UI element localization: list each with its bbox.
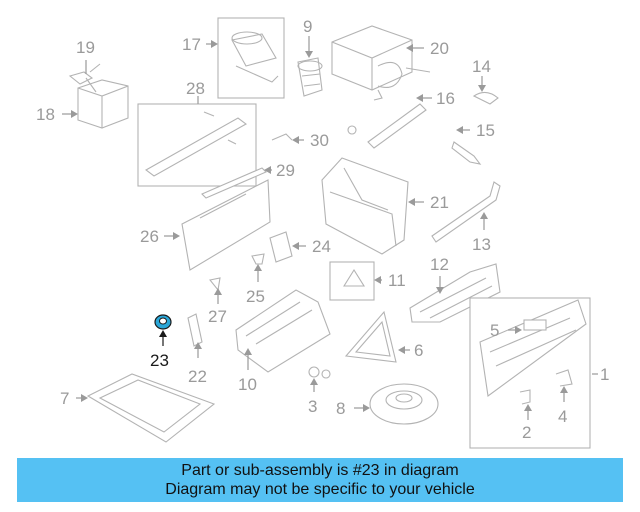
part-30-clip	[271, 133, 293, 141]
part-6-warning-triangle	[344, 310, 397, 363]
callout-25: 25	[246, 287, 265, 306]
callout-9: 9	[303, 17, 312, 36]
callout-13: 13	[472, 235, 491, 254]
callout-29: 29	[276, 161, 295, 180]
callout-15: 15	[476, 121, 495, 140]
callout-30: 30	[310, 131, 329, 150]
part-13-rod	[431, 181, 501, 243]
part-27-clip	[209, 277, 221, 292]
callout-19: 19	[76, 38, 95, 57]
part-22-bracket	[187, 313, 203, 347]
part-1-trim-assembly	[469, 297, 591, 449]
callout-5: 5	[490, 321, 499, 340]
callout-17: 17	[182, 35, 201, 54]
part-9-compressor	[297, 57, 323, 97]
part-10-cover	[235, 289, 331, 373]
callout-28: 28	[186, 79, 205, 98]
part-7-floor-mat	[86, 373, 216, 443]
banner-line-1: Part or sub-assembly is #23 in diagram	[181, 462, 459, 479]
part-25-pin	[251, 253, 265, 265]
callout-20: 20	[430, 39, 449, 58]
callout-11: 11	[388, 271, 406, 290]
callout-18: 18	[36, 105, 55, 124]
callout-23: 23	[150, 351, 169, 370]
callout-2: 2	[522, 423, 531, 442]
part-14-bracket	[472, 91, 499, 105]
part-21-tool-tray	[321, 157, 409, 255]
callout-12: 12	[430, 255, 449, 274]
callout-21: 21	[430, 193, 449, 212]
part-20-compressor-kit	[331, 25, 431, 101]
callout-3: 3	[308, 397, 317, 416]
part-28-trim-panel	[137, 103, 257, 187]
callout-4: 4	[558, 407, 567, 426]
callout-8: 8	[336, 399, 345, 418]
callout-10: 10	[238, 375, 257, 394]
callout-7: 7	[60, 389, 69, 408]
part-11-bracket	[329, 261, 375, 301]
part-15-tow-hook	[451, 141, 482, 165]
part-26-floor-panel	[181, 179, 271, 271]
callout-22: 22	[188, 367, 207, 386]
part-17-canister	[217, 17, 285, 99]
callout-16: 16	[436, 89, 455, 108]
part-29-strip	[201, 167, 267, 199]
callout-14: 14	[472, 57, 491, 76]
info-banner: Part or sub-assembly is #23 in diagram D…	[17, 458, 623, 502]
part-3-fastener	[308, 366, 331, 379]
callout-6: 6	[414, 341, 423, 360]
callout-1: 1	[600, 365, 609, 384]
part-23-highlighted	[154, 314, 172, 330]
part-24-cover	[269, 231, 293, 263]
callout-26: 26	[140, 227, 159, 246]
parts-diagram: 19 18 17 9 20 14 16 15	[36, 17, 609, 449]
banner-line-2: Diagram may not be specific to your vehi…	[165, 481, 475, 498]
callout-24: 24	[312, 237, 331, 256]
part-18-storage-box	[68, 63, 129, 129]
part-8-spare-holder	[369, 383, 439, 425]
callout-27: 27	[208, 307, 227, 326]
part-16-wrench	[347, 103, 427, 149]
part-12-jack	[409, 263, 501, 323]
